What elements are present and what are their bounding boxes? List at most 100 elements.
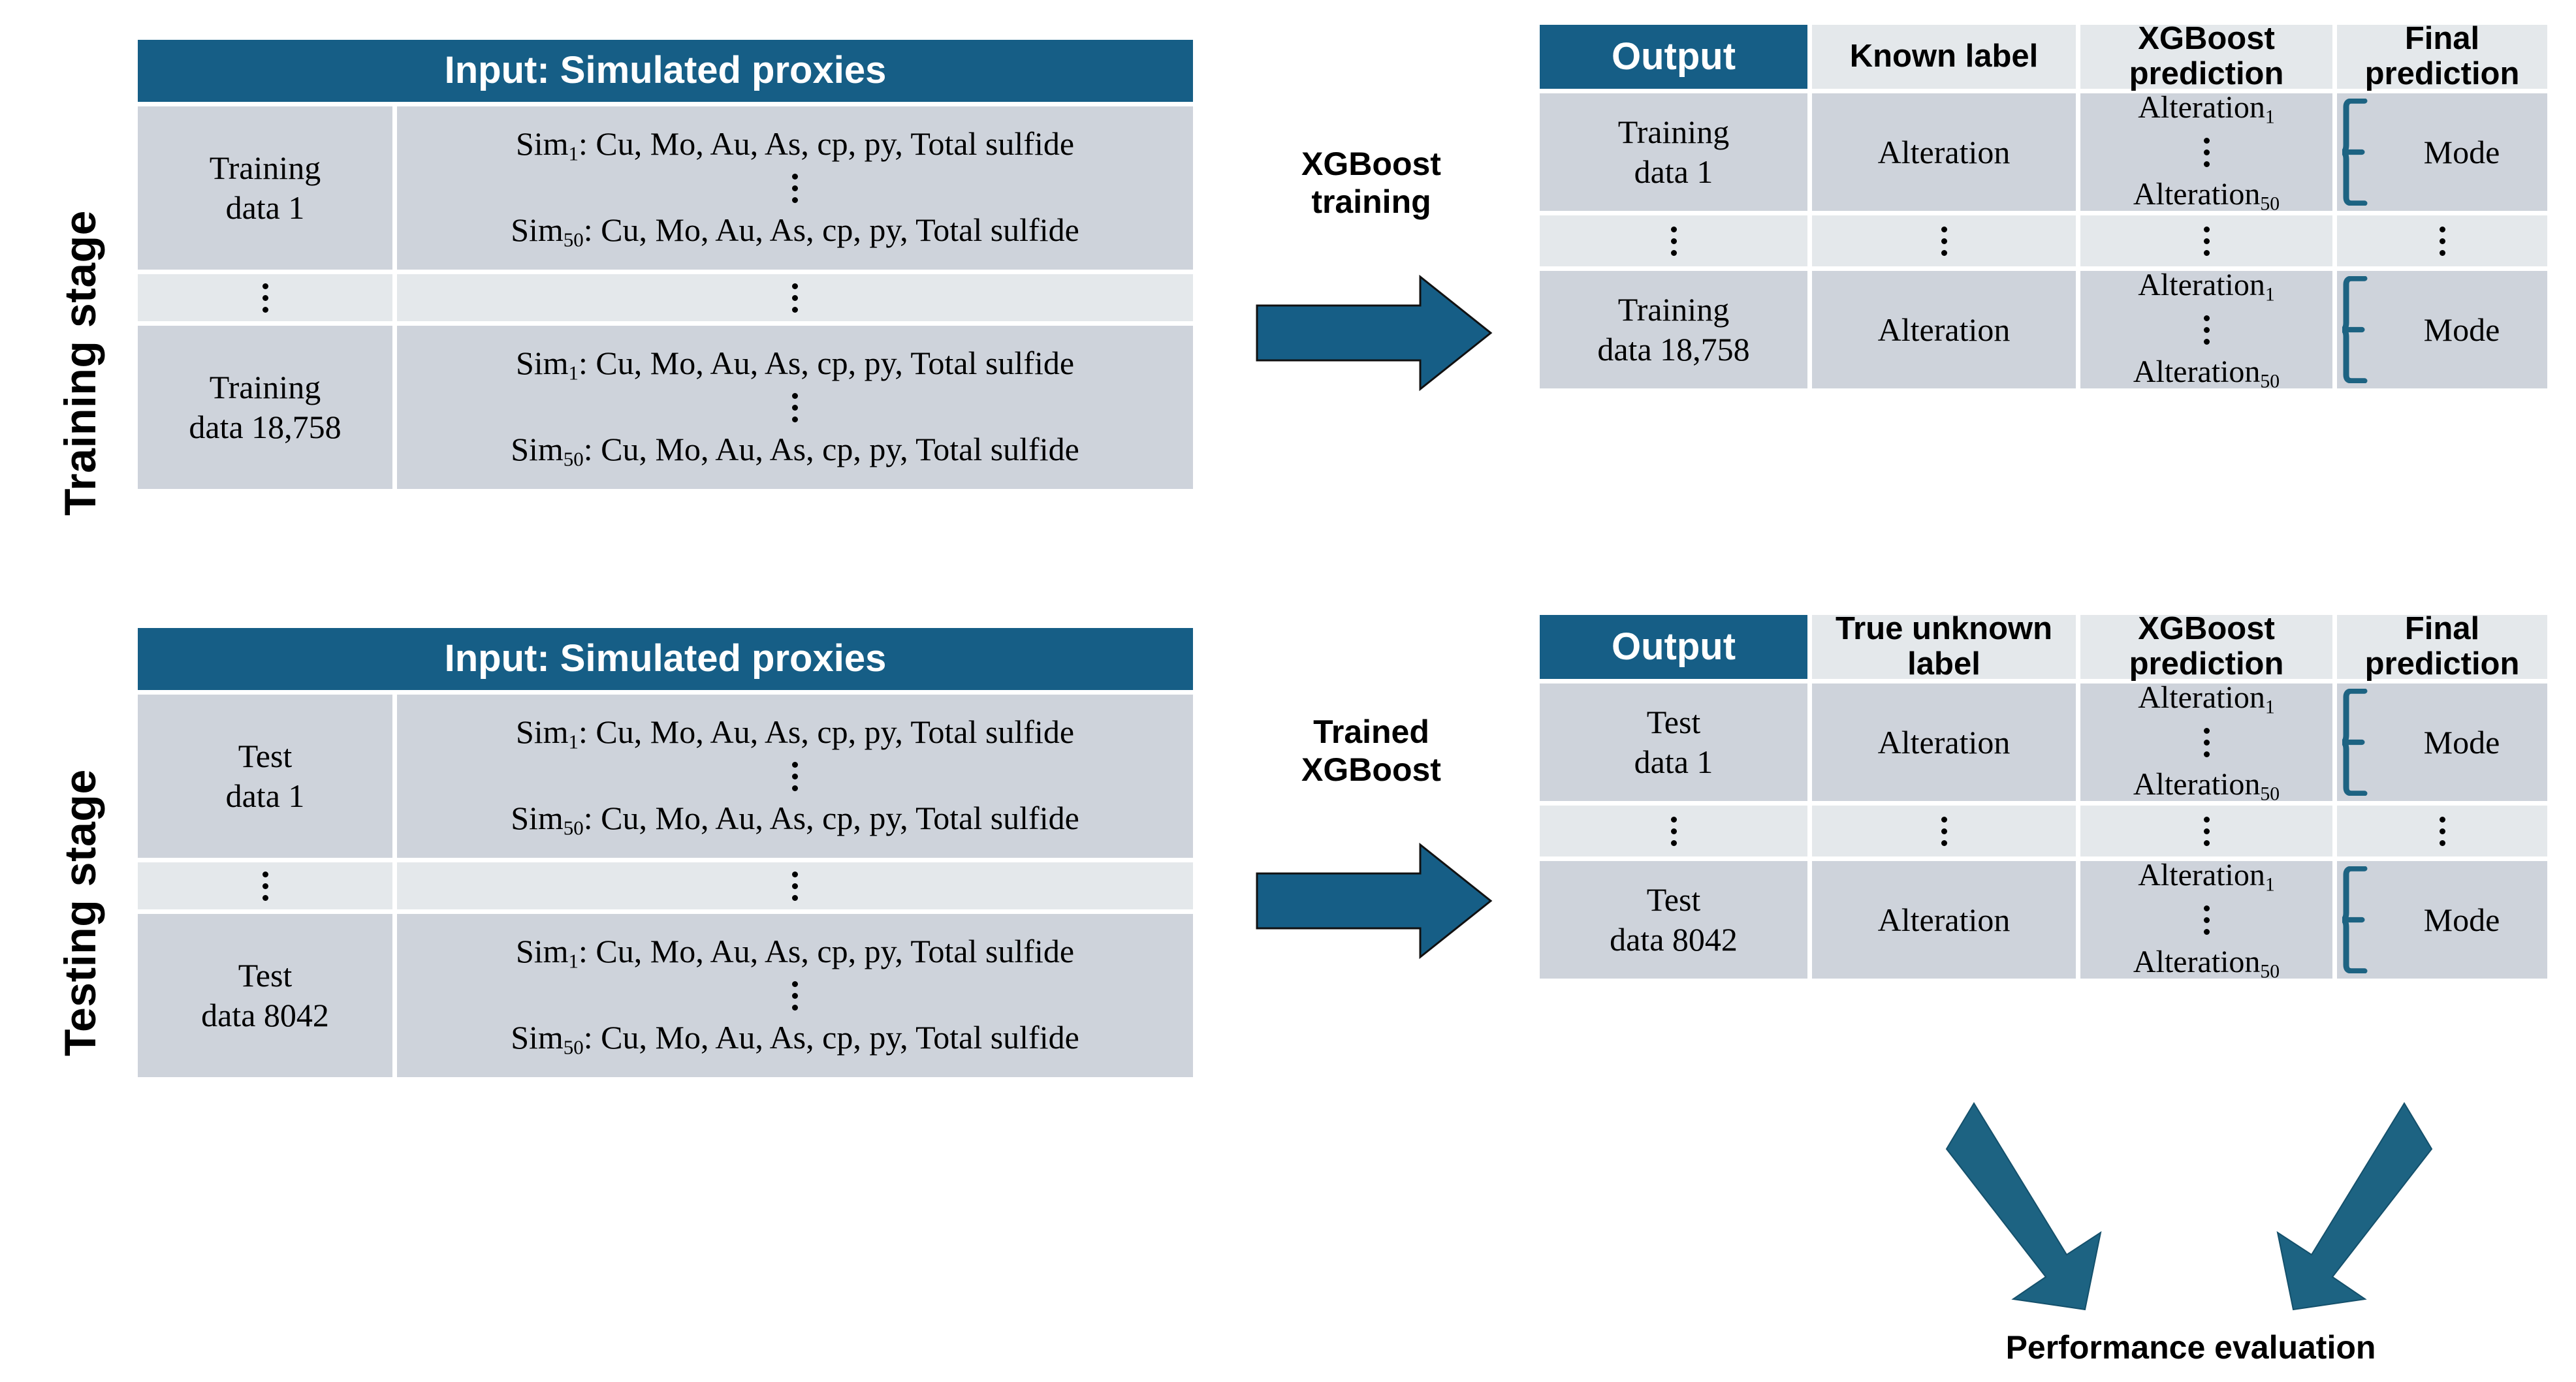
training-output-header-final-prediction: Final prediction — [2337, 21, 2547, 91]
training-input-row1-proxies: Sim1: Cu, Mo, Au, As, cp, py, Total sulf… — [397, 106, 1193, 270]
training-output-row1-name: Training data 1 — [1540, 93, 1807, 211]
vertical-ellipsis-icon — [2203, 309, 2210, 351]
sim-stack: Sim1: Cu, Mo, Au, As, cp, py, Total sulf… — [402, 343, 1188, 471]
testing-output-row3-prediction: Alteration1 Alteration50 — [2080, 858, 2332, 982]
sim-line-last: Sim50: Cu, Mo, Au, As, cp, py, Total sul… — [511, 430, 1079, 471]
sim-line-last: Sim50: Cu, Mo, Au, As, cp, py, Total sul… — [511, 211, 1079, 251]
vertical-ellipsis-icon — [1941, 811, 1947, 852]
testing-output-row3-final-text: Mode — [2423, 901, 2500, 938]
alteration-line-first: Alteration1 — [2138, 89, 2275, 128]
training-input-row2-name — [138, 274, 392, 321]
sim-stack: Sim1: Cu, Mo, Au, As, cp, py, Total sulf… — [402, 124, 1188, 252]
stage-label-testing: Testing stage — [56, 769, 105, 1056]
testing-input-row1-name: Test data 1 — [138, 695, 392, 858]
curly-brace-icon — [2342, 276, 2379, 383]
training-output-row3-prediction: Alteration1 Alteration50 — [2080, 268, 2332, 392]
testing-output-table: Output True unknown label XGBoost predic… — [1540, 611, 2552, 982]
vertical-ellipsis-icon — [2203, 811, 2210, 852]
testing-output-header-xgboost-prediction: XGBoost prediction — [2080, 611, 2332, 682]
testing-output-row2-final — [2337, 806, 2547, 856]
testing-input-row2-proxies — [397, 862, 1193, 909]
vertical-ellipsis-icon — [2203, 132, 2210, 173]
training-output-header-output: Output — [1540, 25, 1807, 89]
testing-output-row1-name: Test data 1 — [1540, 683, 1807, 801]
testing-input-row3-proxies: Sim1: Cu, Mo, Au, As, cp, py, Total sulf… — [397, 914, 1193, 1077]
testing-output-row1-final: Mode — [2337, 683, 2547, 801]
testing-input-table: Input: Simulated proxies Test data 1 Sim… — [138, 628, 1193, 1077]
vertical-ellipsis-icon — [792, 756, 798, 797]
testing-output-row2-prediction — [2080, 806, 2332, 856]
curly-brace-icon — [2342, 866, 2379, 973]
testing-output-row3-final: Mode — [2337, 861, 2547, 979]
testing-output-row3-true-label: Alteration — [1812, 861, 2076, 979]
training-output-row2-known-label — [1812, 215, 2076, 266]
alteration-line-first: Alteration1 — [2138, 857, 2275, 896]
training-input-row3-proxies: Sim1: Cu, Mo, Au, As, cp, py, Total sulf… — [397, 326, 1193, 489]
vertical-ellipsis-icon — [2439, 221, 2445, 262]
evaluation-arrow-left — [1943, 1102, 2139, 1312]
alteration-stack: Alteration1 Alteration50 — [2086, 679, 2327, 806]
training-output-header-known-label: Known label — [1812, 25, 2076, 89]
table-row: Test data 1 Alteration Alteration1 Alter… — [1540, 680, 2552, 804]
training-output-row3-known-label: Alteration — [1812, 271, 2076, 388]
training-output-table: Output Known label XGBoost prediction Fi… — [1540, 21, 2552, 392]
training-output-row1-known-label: Alteration — [1812, 93, 2076, 211]
vertical-ellipsis-icon — [1670, 221, 1677, 262]
training-output-row3-name: Training data 18,758 — [1540, 271, 1807, 388]
alteration-line-last: Alteration50 — [2133, 944, 2280, 982]
testing-output-row1-prediction: Alteration1 Alteration50 — [2080, 680, 2332, 804]
alteration-stack: Alteration1 Alteration50 — [2086, 856, 2327, 983]
sim-line-first: Sim1: Cu, Mo, Au, As, cp, py, Total sulf… — [515, 933, 1075, 973]
trained-xgboost-arrow-label: Trained XGBoost — [1301, 714, 1441, 788]
vertical-ellipsis-icon — [1941, 221, 1947, 262]
stage-label-training: Training stage — [56, 210, 105, 516]
trained-xgboost-arrow — [1256, 842, 1493, 960]
table-row: Training data 1 Sim1: Cu, Mo, Au, As, cp… — [138, 106, 1193, 270]
vertical-ellipsis-icon — [792, 277, 798, 319]
training-output-row3-final: Mode — [2337, 271, 2547, 388]
training-output-header-row: Output Known label XGBoost prediction Fi… — [1540, 21, 2552, 91]
vertical-ellipsis-icon — [2203, 722, 2210, 763]
table-row-ellipsis — [1540, 806, 2552, 856]
vertical-ellipsis-icon — [792, 387, 798, 428]
testing-input-row2-name — [138, 862, 392, 909]
training-output-row1-final: Mode — [2337, 93, 2547, 211]
alteration-line-first: Alteration1 — [2138, 267, 2275, 306]
sim-line-last: Sim50: Cu, Mo, Au, As, cp, py, Total sul… — [511, 1018, 1079, 1059]
vertical-ellipsis-icon — [1670, 811, 1677, 852]
training-output-row3-final-text: Mode — [2423, 311, 2500, 348]
table-row: Test data 1 Sim1: Cu, Mo, Au, As, cp, py… — [138, 695, 1193, 858]
xgboost-training-arrow — [1256, 274, 1493, 392]
training-input-row1-name: Training data 1 — [138, 106, 392, 270]
table-row: Training data 18,758 Alteration Alterati… — [1540, 268, 2552, 392]
sim-line-first: Sim1: Cu, Mo, Au, As, cp, py, Total sulf… — [515, 714, 1075, 753]
vertical-ellipsis-icon — [792, 975, 798, 1016]
alteration-stack: Alteration1 Alteration50 — [2086, 89, 2327, 215]
alteration-stack: Alteration1 Alteration50 — [2086, 266, 2327, 393]
vertical-ellipsis-icon — [2203, 900, 2210, 941]
testing-output-row2-true-label — [1812, 806, 2076, 856]
sim-line-first: Sim1: Cu, Mo, Au, As, cp, py, Total sulf… — [515, 345, 1075, 385]
table-row: Training data 1 Alteration Alteration1 A… — [1540, 90, 2552, 214]
training-output-row1-final-text: Mode — [2423, 133, 2500, 170]
training-output-header-xgboost-prediction: XGBoost prediction — [2080, 21, 2332, 91]
training-input-banner: Input: Simulated proxies — [138, 40, 1193, 102]
sim-stack: Sim1: Cu, Mo, Au, As, cp, py, Total sulf… — [402, 712, 1188, 840]
testing-output-row2-name — [1540, 806, 1807, 856]
vertical-ellipsis-icon — [2439, 811, 2445, 852]
testing-output-header-true-unknown-label: True unknown label — [1812, 611, 2076, 682]
performance-evaluation-label: Performance evaluation — [2005, 1329, 2376, 1366]
training-input-banner-row: Input: Simulated proxies — [138, 40, 1193, 102]
training-output-row2-prediction — [2080, 215, 2332, 266]
training-output-row2-final — [2337, 215, 2547, 266]
table-row-ellipsis — [1540, 215, 2552, 266]
curly-brace-icon — [2342, 689, 2379, 796]
training-output-row2-name — [1540, 215, 1807, 266]
testing-output-row1-true-label: Alteration — [1812, 683, 2076, 801]
sim-line-last: Sim50: Cu, Mo, Au, As, cp, py, Total sul… — [511, 799, 1079, 840]
alteration-line-last: Alteration50 — [2133, 354, 2280, 392]
testing-output-header-final-prediction: Final prediction — [2337, 611, 2547, 682]
sim-stack: Sim1: Cu, Mo, Au, As, cp, py, Total sulf… — [402, 932, 1188, 1060]
table-row: Training data 18,758 Sim1: Cu, Mo, Au, A… — [138, 326, 1193, 489]
